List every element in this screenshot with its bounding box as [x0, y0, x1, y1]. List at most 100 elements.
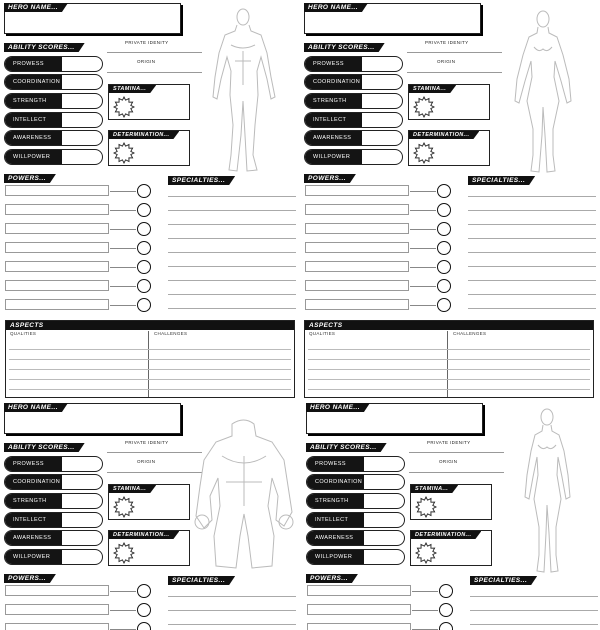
determination-box[interactable]: DETERMINATION...	[410, 530, 492, 566]
ability-prowess[interactable]: PROWESS	[4, 56, 103, 72]
power-field[interactable]	[5, 185, 109, 196]
specialty-line[interactable]	[468, 294, 596, 295]
aspect-line[interactable]	[308, 349, 590, 350]
specialty-line[interactable]	[468, 308, 596, 309]
aspect-line[interactable]	[9, 389, 291, 390]
private-identity-line[interactable]	[107, 452, 202, 453]
power-field[interactable]	[305, 204, 409, 215]
ability-awareness[interactable]: AWARENESS	[4, 130, 103, 146]
ability-willpower[interactable]: WILLPOWER	[306, 549, 405, 565]
aspect-line[interactable]	[9, 379, 291, 380]
determination-box[interactable]: DETERMINATION...	[408, 130, 490, 166]
power-field[interactable]	[5, 585, 109, 596]
ability-willpower[interactable]: WILLPOWER	[4, 149, 103, 165]
ability-coordination[interactable]: COORDINATION	[4, 74, 103, 90]
specialty-line[interactable]	[168, 294, 296, 295]
power-rank-circle[interactable]	[437, 184, 451, 198]
origin-line[interactable]	[107, 472, 202, 473]
power-field[interactable]	[5, 261, 109, 272]
power-rank-circle[interactable]	[137, 260, 151, 274]
stamina-box[interactable]: STAMINA...	[108, 484, 190, 520]
specialty-line[interactable]	[168, 252, 296, 253]
specialty-line[interactable]	[168, 196, 296, 197]
ability-strength[interactable]: STRENGTH	[4, 493, 103, 509]
ability-strength[interactable]: STRENGTH	[306, 493, 405, 509]
power-rank-circle[interactable]	[137, 203, 151, 217]
power-rank-circle[interactable]	[137, 584, 151, 598]
specialty-line[interactable]	[468, 224, 596, 225]
specialty-line[interactable]	[168, 238, 296, 239]
specialty-line[interactable]	[168, 224, 296, 225]
power-field[interactable]	[5, 204, 109, 215]
specialty-line[interactable]	[468, 238, 596, 239]
ability-coordination[interactable]: COORDINATION	[4, 474, 103, 490]
power-rank-circle[interactable]	[137, 603, 151, 617]
ability-intellect[interactable]: INTELLECT	[4, 512, 103, 528]
aspect-line[interactable]	[308, 369, 590, 370]
power-rank-circle[interactable]	[137, 298, 151, 312]
power-field[interactable]	[307, 604, 411, 615]
specialty-line[interactable]	[468, 266, 596, 267]
power-rank-circle[interactable]	[137, 222, 151, 236]
ability-strength[interactable]: STRENGTH	[304, 93, 403, 109]
ability-willpower[interactable]: WILLPOWER	[304, 149, 403, 165]
ability-willpower[interactable]: WILLPOWER	[4, 549, 103, 565]
origin-line[interactable]	[409, 472, 504, 473]
ability-intellect[interactable]: INTELLECT	[304, 112, 403, 128]
power-field[interactable]	[5, 299, 109, 310]
ability-awareness[interactable]: AWARENESS	[304, 130, 403, 146]
aspect-line[interactable]	[9, 349, 291, 350]
power-field[interactable]	[5, 223, 109, 234]
power-rank-circle[interactable]	[437, 279, 451, 293]
power-rank-circle[interactable]	[137, 184, 151, 198]
power-field[interactable]	[305, 261, 409, 272]
power-field[interactable]	[305, 299, 409, 310]
specialty-line[interactable]	[470, 596, 598, 597]
ability-intellect[interactable]: INTELLECT	[306, 512, 405, 528]
power-rank-circle[interactable]	[137, 622, 151, 630]
power-rank-circle[interactable]	[437, 222, 451, 236]
power-field[interactable]	[305, 242, 409, 253]
stamina-box[interactable]: STAMINA...	[108, 84, 190, 120]
ability-awareness[interactable]: AWARENESS	[4, 530, 103, 546]
power-rank-circle[interactable]	[437, 298, 451, 312]
power-rank-circle[interactable]	[437, 241, 451, 255]
aspect-line[interactable]	[308, 359, 590, 360]
specialty-line[interactable]	[468, 196, 596, 197]
stamina-box[interactable]: STAMINA...	[410, 484, 492, 520]
power-field[interactable]	[5, 604, 109, 615]
origin-line[interactable]	[407, 72, 502, 73]
specialty-line[interactable]	[168, 280, 296, 281]
private-identity-line[interactable]	[409, 452, 504, 453]
power-field[interactable]	[305, 223, 409, 234]
specialty-line[interactable]	[468, 280, 596, 281]
determination-box[interactable]: DETERMINATION...	[108, 530, 190, 566]
power-field[interactable]	[307, 623, 411, 630]
specialty-line[interactable]	[168, 266, 296, 267]
origin-line[interactable]	[107, 72, 202, 73]
private-identity-line[interactable]	[107, 52, 202, 53]
ability-prowess[interactable]: PROWESS	[4, 456, 103, 472]
stamina-box[interactable]: STAMINA...	[408, 84, 490, 120]
aspect-line[interactable]	[9, 359, 291, 360]
power-rank-circle[interactable]	[439, 622, 453, 630]
aspect-line[interactable]	[308, 389, 590, 390]
ability-intellect[interactable]: INTELLECT	[4, 112, 103, 128]
specialty-line[interactable]	[468, 210, 596, 211]
private-identity-line[interactable]	[407, 52, 502, 53]
specialty-line[interactable]	[168, 610, 296, 611]
power-field[interactable]	[305, 185, 409, 196]
specialty-line[interactable]	[470, 624, 598, 625]
specialty-line[interactable]	[168, 624, 296, 625]
specialty-line[interactable]	[168, 308, 296, 309]
ability-prowess[interactable]: PROWESS	[304, 56, 403, 72]
power-field[interactable]	[5, 623, 109, 630]
ability-prowess[interactable]: PROWESS	[306, 456, 405, 472]
power-field[interactable]	[5, 280, 109, 291]
power-rank-circle[interactable]	[437, 260, 451, 274]
specialty-line[interactable]	[470, 610, 598, 611]
power-rank-circle[interactable]	[437, 203, 451, 217]
ability-strength[interactable]: STRENGTH	[4, 93, 103, 109]
power-rank-circle[interactable]	[439, 603, 453, 617]
specialty-line[interactable]	[168, 596, 296, 597]
